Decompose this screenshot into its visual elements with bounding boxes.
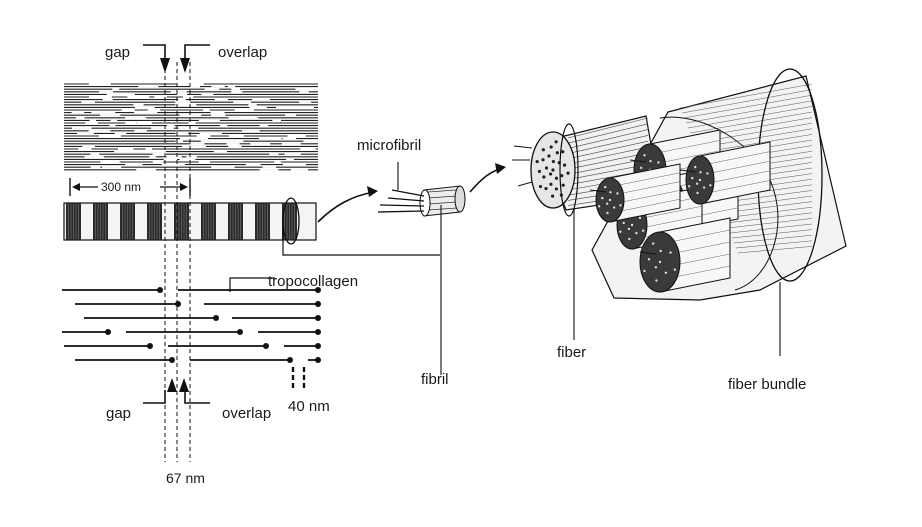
tropocollagen-molecules <box>62 287 321 363</box>
microfibril-bundle <box>377 162 466 375</box>
transition-arrows <box>317 163 506 223</box>
fiber-bundle-label: fiber bundle <box>728 376 806 393</box>
molecule-spacing-marks <box>291 367 306 389</box>
microfibril-label: microfibril <box>357 137 421 154</box>
down-arrow-icon <box>180 58 190 73</box>
up-arrow-icon <box>179 378 189 392</box>
overlap-label-bottom: overlap <box>222 405 271 422</box>
striated-fibril-micrograph <box>64 83 320 171</box>
molecule-spacing-label: 40 nm <box>288 398 330 415</box>
period-dimension <box>69 178 191 196</box>
fiber-label: fiber <box>557 344 586 361</box>
overlap-label-top: overlap <box>218 44 267 61</box>
gap-label-top: gap <box>105 44 130 61</box>
period-label: 300 nm <box>101 180 141 194</box>
fibril-label: fibril <box>421 371 449 388</box>
top-gap-overlap-marker <box>143 44 210 73</box>
band-reference-lines <box>164 62 191 462</box>
band-period-label: 67 nm <box>166 470 205 486</box>
bottom-gap-overlap-marker <box>143 378 210 404</box>
tropocollagen-label: tropocollagen <box>268 273 358 290</box>
fiber-bundle-illustration <box>589 68 847 356</box>
up-arrow-icon <box>167 378 177 392</box>
gap-label-bottom: gap <box>106 405 131 422</box>
